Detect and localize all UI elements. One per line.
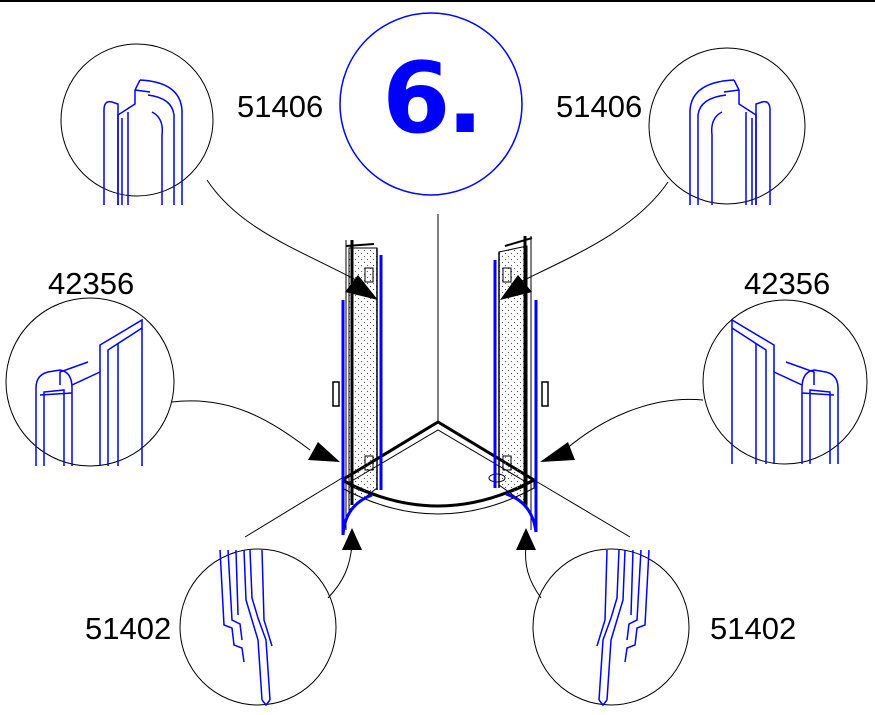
arrow-top-right — [500, 275, 532, 300]
leader-middle-right — [564, 398, 704, 451]
arrow-bottom-right — [516, 528, 536, 550]
detail-top-right — [648, 47, 806, 205]
shower-enclosure — [332, 236, 549, 536]
arrow-middle-left — [308, 442, 340, 462]
arrow-middle-right — [540, 442, 575, 462]
arrow-bottom-left — [342, 528, 362, 550]
leader-top-left — [206, 179, 361, 283]
detail-bottom-right — [532, 548, 690, 707]
detail-bottom-left — [179, 548, 337, 707]
right-fixed-panel — [493, 236, 549, 533]
part-label-middle-left: 42356 — [48, 266, 135, 301]
step-number: 6. — [382, 42, 483, 156]
left-fixed-panel — [332, 240, 383, 536]
top-border-line — [0, 0, 875, 2]
leader-bottom-left — [327, 544, 353, 599]
part-label-bottom-right: 51402 — [710, 611, 797, 646]
detail-top-left — [60, 43, 214, 205]
part-label-top-right: 51406 — [556, 89, 643, 124]
step-circle — [339, 12, 523, 196]
detail-middle-right — [702, 299, 868, 465]
leader-bottom-left-upper — [244, 477, 343, 538]
leader-bottom-right — [525, 544, 542, 599]
arrow-top-left — [345, 275, 378, 300]
leader-bottom-right-upper — [533, 479, 631, 538]
detail-middle-left — [5, 297, 175, 467]
leader-top-right — [519, 181, 669, 283]
part-label-top-left: 51406 — [237, 89, 324, 124]
part-label-middle-right: 42356 — [744, 266, 831, 301]
part-label-bottom-left: 51402 — [85, 611, 172, 646]
leader-middle-left — [171, 400, 311, 451]
